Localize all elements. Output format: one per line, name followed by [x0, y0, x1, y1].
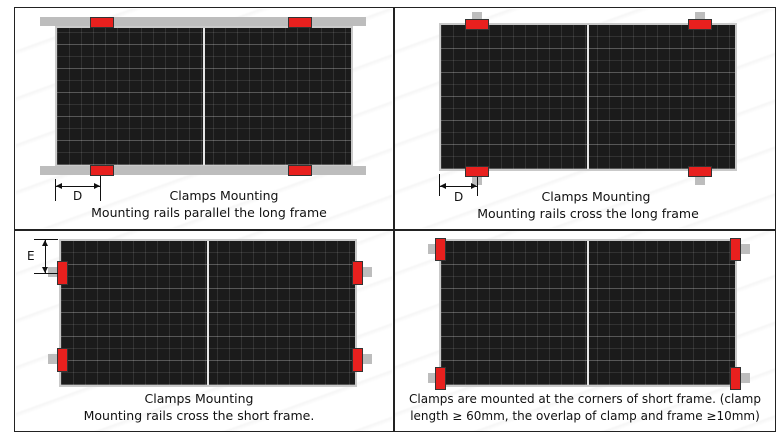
- clamp-upper-left: [57, 261, 68, 285]
- dimension-arrow-down: [42, 267, 48, 273]
- clamp-upper-right: [352, 261, 363, 285]
- dimension-tick-top: [34, 239, 58, 240]
- dimension-label-e: E: [27, 249, 35, 263]
- caption-title: Clamps Mounting: [169, 188, 279, 203]
- module-center-gap: [587, 25, 589, 169]
- caption-description: Mounting rails cross the long frame: [477, 206, 699, 221]
- dimension-arrow-up: [42, 240, 48, 246]
- panel-corner-clamps: Clamps are mounted at the corners of sho…: [395, 231, 775, 431]
- diagram-grid: [14, 7, 776, 432]
- rail-stub-upper-left: [48, 267, 57, 277]
- clamp-bottom-right: [688, 166, 712, 177]
- module-center-gap: [203, 28, 205, 165]
- rail-stub-lower-right: [363, 354, 372, 364]
- caption-description: Mounting rails parallel the long frame: [91, 205, 327, 220]
- dimension-arrow-left: [440, 183, 446, 189]
- dimension-line: [56, 186, 100, 187]
- clamp-top-right: [730, 238, 741, 261]
- clamp-bottom-right: [288, 165, 312, 176]
- rail-stub-bottom-right: [695, 177, 705, 185]
- dimension-tick-left: [55, 179, 56, 201]
- module-center-gap: [207, 241, 209, 385]
- dimension-label-d: D: [73, 189, 83, 203]
- clamp-top-left: [90, 17, 114, 28]
- rail-stub-upper-right: [363, 267, 372, 277]
- clamp-bottom-left: [435, 367, 446, 390]
- rail-stub-bottom-left: [428, 373, 437, 383]
- panel-rails-cross-long: D Clamps Mounting Mounting rails cross t…: [395, 9, 775, 228]
- clamp-top-left: [465, 19, 489, 30]
- dimension-arrow-right: [471, 183, 477, 189]
- caption-line-2: length ≥ 60mm, the overlap of clamp and …: [410, 409, 760, 423]
- dimension-tick-right: [477, 177, 478, 196]
- grid-divider-horizontal: [14, 229, 776, 231]
- panel-rails-cross-short: E Clamps Mounting Mounting rails cross t…: [16, 231, 392, 431]
- rail-stub-top-right: [741, 244, 750, 254]
- rail-stub-top-left: [472, 12, 482, 21]
- rail-stub-bottom-right: [741, 373, 750, 383]
- dimension-label-d: D: [454, 190, 464, 204]
- clamp-top-right: [288, 17, 312, 28]
- dimension-tick-right: [100, 176, 101, 201]
- caption-description: Mounting rails cross the short frame.: [83, 408, 315, 423]
- module-center-gap: [587, 241, 589, 385]
- rail-top: [40, 17, 366, 26]
- dimension-line: [440, 186, 477, 187]
- clamp-bottom-left: [90, 165, 114, 176]
- caption-title: Clamps Mounting: [144, 391, 254, 406]
- caption-title: Clamps Mounting: [541, 189, 651, 204]
- grid-divider-vertical: [393, 7, 395, 432]
- dimension-arrow-right: [94, 183, 100, 189]
- dimension-tick-left: [439, 174, 440, 196]
- dimension-line: [45, 240, 46, 273]
- clamp-bottom-left: [465, 166, 489, 177]
- dimension-arrow-left: [56, 183, 62, 189]
- rail-stub-lower-left: [48, 354, 57, 364]
- clamp-top-right: [688, 19, 712, 30]
- clamp-top-left: [435, 238, 446, 261]
- clamp-lower-right: [352, 348, 363, 372]
- clamp-lower-left: [57, 348, 68, 372]
- rail-stub-top-left: [428, 244, 437, 254]
- panel-rails-parallel-long: D Clamps Mounting Mounting rails paralle…: [16, 9, 392, 228]
- caption-line-1: Clamps are mounted at the corners of sho…: [409, 392, 761, 406]
- rail-bottom: [40, 166, 366, 175]
- rail-stub-top-right: [695, 12, 705, 21]
- clamp-bottom-right: [730, 367, 741, 390]
- dimension-tick-bottom: [34, 273, 58, 274]
